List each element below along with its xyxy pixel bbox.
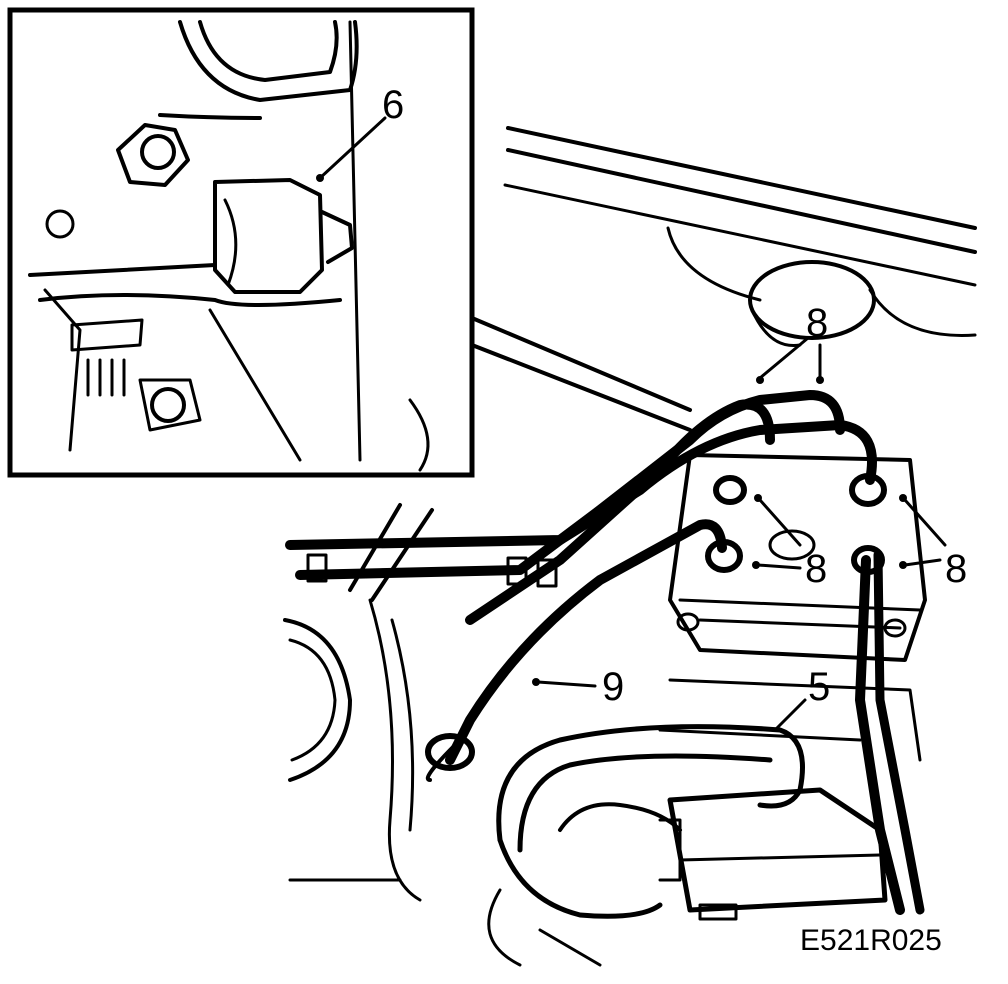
hose-assembly <box>348 503 475 782</box>
callout-6: 6 <box>382 83 404 127</box>
main-scene: 8 8 8 9 5 <box>283 126 977 967</box>
callout-5: 5 <box>808 665 830 709</box>
callout-9: 9 <box>602 665 624 709</box>
lower-mount <box>487 888 602 967</box>
control-module <box>658 787 888 921</box>
figure-code: E521R025 <box>800 924 942 957</box>
callout-8-right: 8 <box>945 547 967 591</box>
reservoir-left <box>283 598 422 902</box>
callout-8-top: 8 <box>806 301 828 345</box>
inset-detail: 6 <box>7 7 692 478</box>
wiring-harness <box>496 724 805 919</box>
bulkhead-panel <box>503 126 977 337</box>
leader-lines <box>532 336 947 732</box>
reservoir-cap <box>748 260 876 348</box>
callout-8-center: 8 <box>805 547 827 591</box>
brake-lines <box>285 390 925 915</box>
